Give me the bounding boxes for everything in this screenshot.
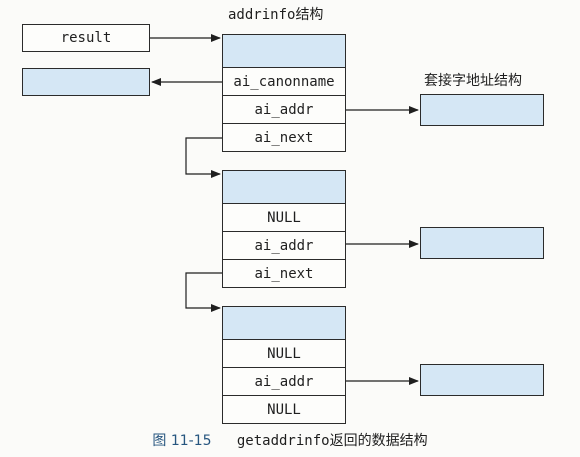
next-pointer-arrow-1 — [185, 137, 222, 178]
addrinfo-title-cn: 结构 — [295, 7, 324, 23]
node1-field-canonname-label: ai_canonname — [233, 73, 335, 90]
node1-field-addr: ai_addr — [222, 95, 346, 124]
node2-field-null-label: NULL — [267, 209, 301, 226]
node1-field-addr-label: ai_addr — [254, 101, 314, 118]
node2-field-0 — [222, 170, 346, 204]
node2-field-null: NULL — [222, 203, 346, 232]
caption-figure-number: 图 11-15 — [152, 433, 212, 449]
node3-field-null-label: NULL — [267, 345, 301, 362]
node1-field-next: ai_next — [222, 123, 346, 152]
sockaddr-box-1 — [420, 94, 544, 126]
caption-function-name: getaddrinfo — [236, 433, 330, 449]
canonical-name-box — [22, 68, 150, 96]
node3-field-addr: ai_addr — [222, 367, 346, 396]
node2-field-addr-label: ai_addr — [254, 237, 314, 254]
node3-field-addr-label: ai_addr — [254, 373, 314, 390]
sockaddr-title: 套接字地址结构 — [424, 73, 522, 89]
node3-field-null: NULL — [222, 339, 346, 368]
result-label: result — [60, 30, 112, 46]
node1-field-canonname: ai_canonname — [222, 67, 346, 96]
sockaddr-box-3 — [420, 364, 544, 396]
node2-field-addr: ai_addr — [222, 231, 346, 260]
addrinfo-title-code: addrinfo — [228, 7, 296, 23]
node2-field-next-label: ai_next — [254, 265, 314, 282]
node3-field-0 — [222, 306, 346, 340]
node3-field-null-next: NULL — [222, 395, 346, 424]
figure-caption: 图 11-15 getaddrinfo返回的数据结构 — [0, 430, 580, 450]
node2-field-next: ai_next — [222, 259, 346, 288]
node1-field-next-label: ai_next — [254, 129, 314, 146]
node1-field-0 — [222, 34, 346, 68]
caption-text: 返回的数据结构 — [329, 433, 428, 449]
next-pointer-arrow-2 — [185, 272, 222, 312]
result-box: result — [22, 24, 150, 52]
sockaddr-box-2 — [420, 227, 544, 259]
addrinfo-title: addrinfo结构 — [228, 4, 323, 24]
node3-field-null-next-label: NULL — [267, 401, 301, 418]
